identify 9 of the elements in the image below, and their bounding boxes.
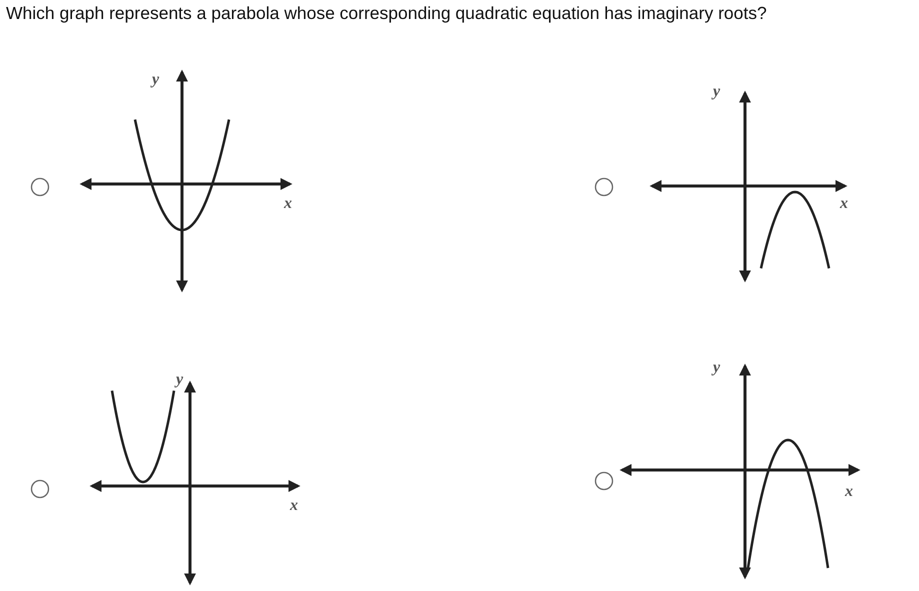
- y-axis-label: y: [713, 84, 720, 100]
- x-axis-label: x: [284, 196, 292, 212]
- x-axis-label: x: [845, 484, 853, 500]
- x-axis-label: x: [290, 498, 298, 514]
- y-axis-label: y: [713, 360, 720, 376]
- y-axis-label: y: [152, 72, 160, 88]
- question-text: Which graph represents a parabola whose corresponding quadratic equation has imaginary roots?: [6, 3, 767, 24]
- x-axis-label: x: [840, 196, 848, 212]
- y-axis-label: y: [176, 372, 184, 388]
